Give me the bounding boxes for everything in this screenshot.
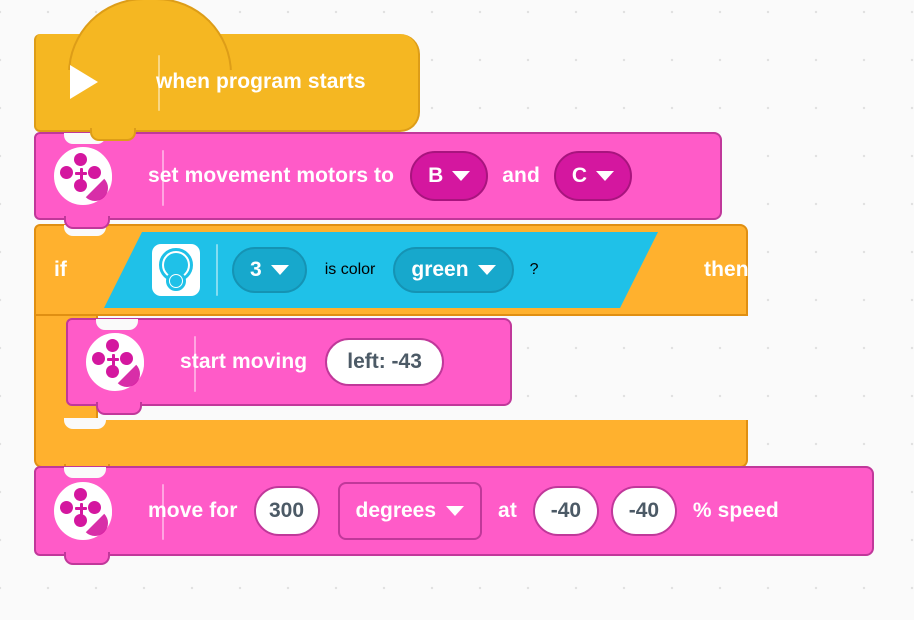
label-and: and <box>502 164 540 187</box>
unit-value: degrees <box>355 499 437 522</box>
label-then: then <box>704 258 749 281</box>
movement-hub-icon <box>84 331 146 393</box>
play-icon <box>70 65 98 99</box>
chevron-down-icon <box>452 171 471 181</box>
chevron-down-icon <box>596 171 615 181</box>
connector-bump <box>96 402 142 415</box>
chevron-down-icon <box>271 265 289 275</box>
motor-b-dropdown[interactable]: C <box>553 151 633 201</box>
block-label-start-moving: start moving <box>180 350 308 373</box>
icon-divider <box>162 484 164 540</box>
block-set-movement-motors[interactable]: set movement motors to B and C <box>34 132 722 229</box>
label-is-color: is color <box>324 261 376 278</box>
connector-notch <box>64 225 106 236</box>
steering-value: left: -43 <box>347 350 422 373</box>
block-is-color[interactable]: 3 is color green ? <box>104 232 658 308</box>
movement-hub-icon <box>52 145 114 207</box>
if-block-foot <box>34 418 748 477</box>
steering-field[interactable]: left: -43 <box>325 338 444 386</box>
label-if: if <box>54 258 68 281</box>
movement-hub-icon <box>52 480 114 542</box>
boolean-slot-is-color[interactable]: 3 is color green ? <box>104 232 658 308</box>
block-label-move-for: move for <box>148 499 238 522</box>
left-speed-field[interactable]: -40 <box>532 486 599 536</box>
hat-dome <box>68 0 232 80</box>
block-start-moving[interactable]: start moving left: -43 <box>66 318 512 415</box>
color-sensor-icon <box>152 244 200 296</box>
left-speed-value: -40 <box>550 499 582 522</box>
connector-notch <box>64 418 106 429</box>
block-move-for[interactable]: move for 300 degrees at -40 -40 % speed <box>34 466 874 565</box>
color-value: green <box>411 258 469 281</box>
connector-bump <box>64 552 110 565</box>
label-percent-speed: % speed <box>692 499 779 522</box>
block-label-set-movement-motors: set movement motors to <box>148 164 395 187</box>
label-at: at <box>498 499 517 522</box>
icon-divider <box>216 244 218 296</box>
icon-divider <box>194 336 196 392</box>
right-speed-value: -40 <box>628 499 660 522</box>
label-question-mark: ? <box>529 261 539 278</box>
block-when-program-starts[interactable]: when program starts <box>34 0 420 141</box>
color-dropdown[interactable]: green <box>393 247 513 293</box>
port-value: 3 <box>250 258 262 281</box>
motor-b-value: C <box>571 164 588 187</box>
port-dropdown[interactable]: 3 <box>232 247 307 293</box>
icon-divider <box>158 55 160 111</box>
unit-dropdown[interactable]: degrees <box>337 482 483 540</box>
connector-notch <box>64 133 106 144</box>
block-label-when-program-starts: when program starts <box>156 70 366 93</box>
icon-divider <box>162 150 164 206</box>
amount-value: 300 <box>268 499 305 522</box>
chevron-down-icon <box>446 506 465 516</box>
motor-a-value: B <box>428 164 444 187</box>
amount-field[interactable]: 300 <box>253 486 320 536</box>
connector-notch <box>96 319 138 330</box>
chevron-down-icon <box>478 265 496 275</box>
motor-a-dropdown[interactable]: B <box>410 151 489 201</box>
right-speed-field[interactable]: -40 <box>610 486 677 536</box>
connector-notch <box>64 467 106 478</box>
